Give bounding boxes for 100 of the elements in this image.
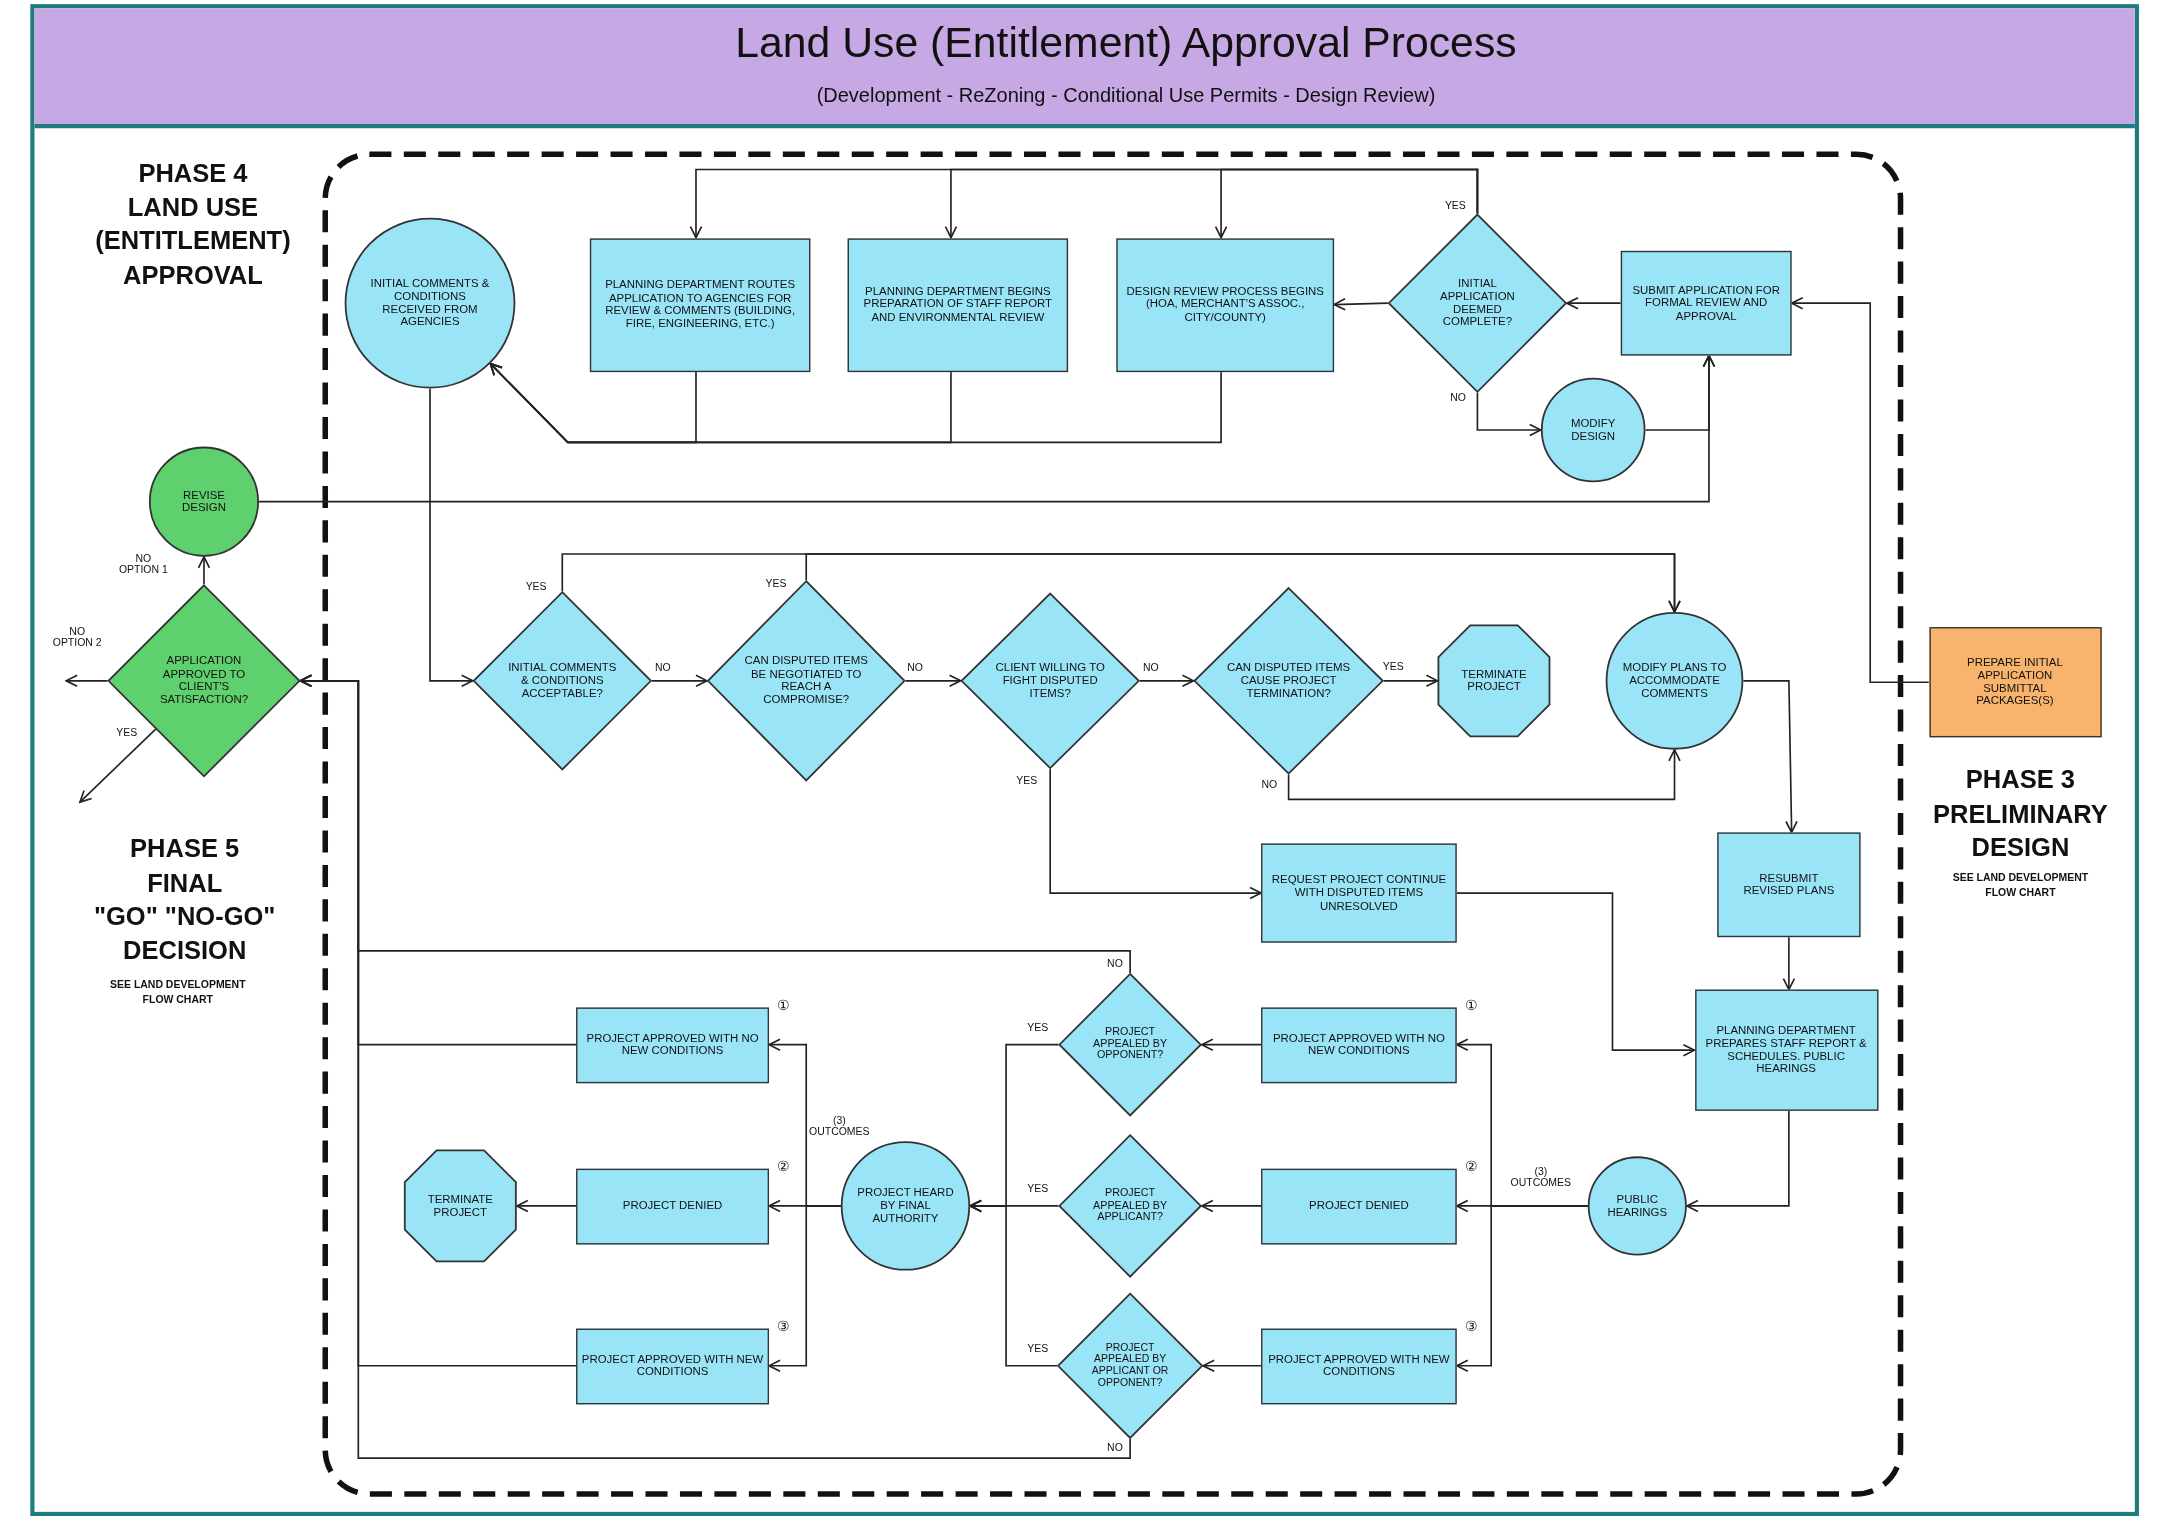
process-box: [1261, 1168, 1457, 1244]
connector-arrow: [1200, 1199, 1262, 1213]
connector-arrow: [1333, 297, 1389, 311]
node-text: MODIFY DESIGN: [1569, 417, 1617, 443]
connector-arrow: [1476, 391, 1542, 437]
process-circle: [1605, 611, 1744, 750]
process-box: [1261, 1006, 1457, 1083]
decision-diamond: [960, 592, 1140, 770]
connector-arrow: [1455, 892, 1696, 1057]
node-text: TERMINATE PROJECT: [426, 1193, 494, 1219]
edge-label: YES: [524, 581, 548, 593]
node-text: APPLICATION APPROVED TO CLIENT'S SATISFACTION?: [158, 655, 250, 707]
process-box: [1717, 832, 1861, 938]
process-box: [576, 1327, 770, 1404]
connector-arrow: [1200, 1038, 1262, 1051]
connector-arrow: [1382, 674, 1439, 688]
connector-arrow: [516, 1199, 577, 1213]
connector-arrow: [299, 674, 577, 1367]
node-text: TERMINATE PROJECT: [1460, 667, 1528, 694]
stop-octagon: [1437, 624, 1551, 738]
connector-arrow: [1287, 748, 1681, 801]
connector-arrow: [1202, 1359, 1262, 1373]
node-text: PROJECT APPEALED BY OPPONENT?: [1092, 1026, 1169, 1063]
callout-number: ②: [777, 1159, 790, 1174]
node-text: PROJECT APPROVED WITH NEW CONDITIONS: [1267, 1352, 1450, 1379]
connector-arrow: [489, 362, 1222, 444]
edge-label: YES: [114, 727, 139, 739]
decision-diamond: [107, 584, 301, 778]
connector-arrow: [969, 1199, 1058, 1367]
node-text: PROJECT APPEALED BY APPLICANT OR OPPONENT?: [1090, 1342, 1170, 1390]
node-text: PUBLIC HEARINGS: [1606, 1193, 1669, 1219]
process-circle: [344, 217, 516, 389]
node-text: REQUEST PROJECT CONTINUE WITH DISPUTED ITEMS UNRESOLVED: [1270, 873, 1448, 913]
diagram-title: Land Use (Entitlement) Approval Process: [734, 19, 1518, 67]
node-text: PLANNING DEPARTMENT PREPARES STAFF REPORT & SCHEDULES. PUBLIC HEARINGS: [1704, 1024, 1868, 1076]
node-text: MODIFY PLANS TO ACCOMMODATE COMMENTS: [1621, 661, 1728, 701]
callout-number: ②: [1465, 1159, 1478, 1174]
node-text: PROJECT APPROVED WITH NO NEW CONDITIONS: [1271, 1031, 1446, 1058]
note-text: SEE LAND DEVELOPMENT FLOW CHART: [109, 977, 247, 1009]
stop-octagon: [403, 1149, 517, 1263]
connector-arrow: [1049, 768, 1262, 900]
node-text: REVISE DESIGN: [181, 488, 227, 515]
decision-diamond: [707, 580, 906, 782]
node-text: RESUBMIT REVISED PLANS: [1742, 871, 1836, 898]
process-circle: [840, 1141, 971, 1271]
node-text: CLIENT WILLING TO FIGHT DISPUTED ITEMS?: [994, 661, 1106, 701]
process-box: [847, 237, 1069, 372]
node-text: PROJECT HEARD BY FINAL AUTHORITY: [856, 1186, 955, 1226]
process-box: [1261, 1327, 1457, 1404]
connector-arrow: [429, 387, 474, 688]
callout-number: ①: [1465, 998, 1478, 1013]
node-text: PROJECT DENIED: [1308, 1199, 1410, 1213]
callout-number: ③: [777, 1319, 790, 1334]
process-box: [1116, 237, 1335, 372]
node-text: PROJECT APPROVED WITH NEW CONDITIONS: [581, 1352, 764, 1379]
connector-arrow: [1742, 680, 1798, 834]
connector-arrow: [65, 674, 109, 688]
node-text: DESIGN REVIEW PROCESS BEGINS (HOA, MERCHANT'S ASSOC., CITY/COUNTY): [1125, 285, 1325, 324]
connector-arrow: [1790, 296, 1930, 684]
callout-number: ①: [777, 998, 790, 1013]
node-text: INITIAL COMMENTS & CONDITIONS ACCEPTABLE?: [507, 661, 618, 701]
connector-arrow: [805, 553, 1681, 613]
connector-arrow: [1455, 1205, 1589, 1373]
connector-arrow: [1214, 168, 1479, 239]
diagram-subtitle: (Development - ReZoning - Conditional Use Permits - Design Review): [815, 84, 1437, 109]
connector-arrow: [651, 674, 708, 688]
process-box: [1928, 627, 2102, 738]
connector-arrow: [1782, 936, 1796, 991]
node-text: PROJECT APPROVED WITH NO NEW CONDITIONS: [585, 1031, 760, 1058]
node-text: PROJECT APPEALED BY APPLICANT?: [1092, 1187, 1169, 1225]
node-text: CAN DISPUTED ITEMS BE NEGOTIATED TO REACH A COMPROMISE?: [744, 655, 869, 707]
decision-diamond: [472, 591, 652, 771]
connector-arrow: [197, 555, 211, 586]
node-text: CAN DISPUTED ITEMS CAUSE PROJECT TERMINATION?: [1226, 661, 1352, 701]
connector-arrow: [768, 1205, 842, 1373]
process-circle: [1587, 1156, 1687, 1256]
edge-label: YES: [1025, 1022, 1050, 1034]
node-text: SUBMIT APPLICATION FOR FORMAL REVIEW AND APPROVAL: [1631, 283, 1781, 323]
edge-label: YES: [1381, 661, 1406, 673]
phase-heading: PHASE 3 PRELIMINARY DESIGN: [1932, 763, 2109, 864]
phase-heading: PHASE 4 LAND USE (ENTITLEMENT) APPROVAL: [94, 157, 292, 292]
decision-diamond: [1057, 1292, 1204, 1439]
node-text: INITIAL COMMENTS & CONDITIONS RECEIVED FROM AGENCIES: [369, 277, 491, 330]
edge-label: YES: [1025, 1343, 1050, 1355]
connector-arrow: [258, 354, 1716, 503]
node-text: PROJECT DENIED: [621, 1199, 724, 1213]
connector-arrow: [904, 674, 962, 688]
process-box: [1261, 843, 1457, 943]
decision-diamond: [1058, 973, 1202, 1117]
process-box: [1694, 989, 1878, 1111]
node-text: PLANNING DEPARTMENT BEGINS PREPARATION OF STAFF REPORT AND ENVIRONMENTAL REVIEW: [862, 285, 1054, 324]
process-circle: [1540, 377, 1646, 483]
process-box: [576, 1006, 770, 1083]
decision-diamond: [1058, 1134, 1202, 1278]
decision-diamond: [1387, 213, 1567, 393]
connector-arrow: [1138, 674, 1195, 688]
connector-arrow: [1686, 1110, 1790, 1213]
node-text: PREPARE INITIAL APPLICATION SUBMITTAL PACKAGES(S): [1966, 656, 2064, 709]
process-box: [589, 237, 811, 372]
decision-diamond: [1193, 587, 1384, 775]
